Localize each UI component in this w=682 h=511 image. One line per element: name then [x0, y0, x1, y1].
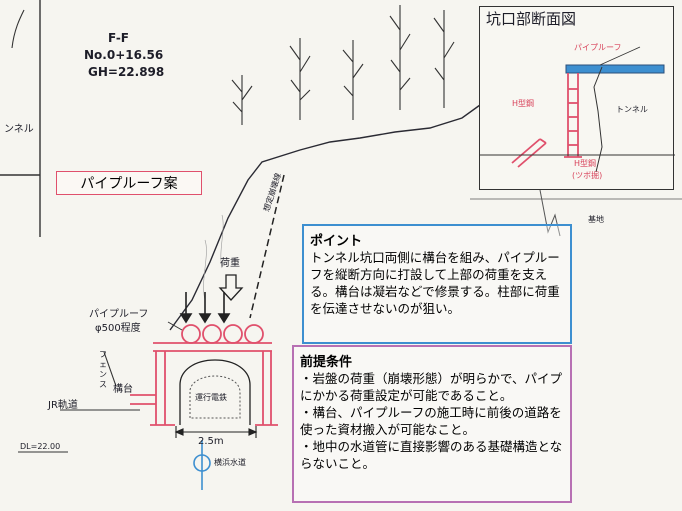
proposal-label: パイプルーフ案 — [56, 171, 202, 195]
inset-h-steel-note: (ツボ掘) — [572, 171, 603, 180]
inset-pipe-roof-label: パイプルーフ — [574, 43, 622, 52]
load-hollow-arrow — [218, 274, 244, 301]
inset-drawing — [480, 46, 675, 173]
inset-tunnel-label: トンネル — [616, 105, 648, 114]
track-lines — [18, 351, 140, 453]
load-arrows — [179, 292, 231, 324]
premise-box: 前提条件 ・岩盤の荷重（崩壊形態）が明らかで、パイプにかかる荷重設定が可能である… — [292, 345, 572, 503]
section-gh: GH=22.898 — [88, 65, 165, 79]
pipe-roof-size: φ500程度 — [95, 323, 141, 334]
frame-structure — [130, 342, 278, 426]
water-pipe — [193, 440, 211, 490]
section-station: No.0+16.56 — [84, 48, 164, 62]
inset-h-steel-bottom-label: H型鋼 — [574, 159, 597, 168]
width-label: 2.5m — [198, 436, 224, 447]
trees — [231, 5, 455, 125]
tunnel-outline — [179, 359, 251, 425]
ground-line — [169, 104, 481, 331]
slope-hatch — [203, 214, 224, 301]
premise-box-title: 前提条件 — [300, 355, 353, 370]
pipe-roof-text: パイプルーフ — [89, 309, 149, 320]
point-box-body: トンネル坑口両側に構台を組み、パイプルーフを縦断方向に打設して上部の荷重を支える… — [310, 250, 560, 316]
inset-title: 坑口部断面図 — [486, 10, 577, 28]
pipe-roof-circles — [181, 324, 264, 344]
water-pipe-label: 横浜水道 — [214, 458, 246, 467]
load-label: 荷重 — [220, 258, 240, 269]
frame-label: 構台 — [113, 384, 133, 395]
premise-item: ・岩盤の荷重（崩壊形態）が明らかで、パイプにかかる荷重設定が可能であること。 — [300, 371, 563, 403]
fence-label: フェンス — [99, 350, 107, 389]
left-tunnel-label: ンネル — [4, 124, 34, 135]
point-box-title: ポイント — [310, 234, 363, 249]
jr-track-label: JR軌道 — [48, 400, 78, 411]
train-label: 運行電鉄 — [195, 393, 227, 402]
premise-item: ・地中の水道管に直接影響のある基礎構造とならないこと。 — [300, 439, 563, 471]
section-title: F-F — [108, 31, 130, 45]
point-box: ポイント トンネル坑口両側に構台を組み、パイプルーフを縦断方向に打設して上部の荷… — [302, 224, 572, 344]
premise-item: ・構台、パイプルーフの施工時に前後の道路を使った資材搬入が可能なこと。 — [300, 405, 562, 437]
train-outline — [189, 375, 241, 419]
portal-cross-section-inset: 坑口部断面図 パイプルーフ H型鋼 トンネル H型鋼 (ツボ掘) — [479, 6, 675, 190]
inset-h-steel-label: H型鋼 — [512, 99, 535, 108]
left-partial-frame — [0, 0, 41, 237]
dl-label: DL=22.00 — [20, 442, 61, 451]
collapse-line — [249, 174, 285, 319]
pipe-roof-leader — [167, 321, 183, 331]
bedrock-label: 基地 — [588, 215, 604, 224]
width-dimension — [174, 426, 258, 438]
